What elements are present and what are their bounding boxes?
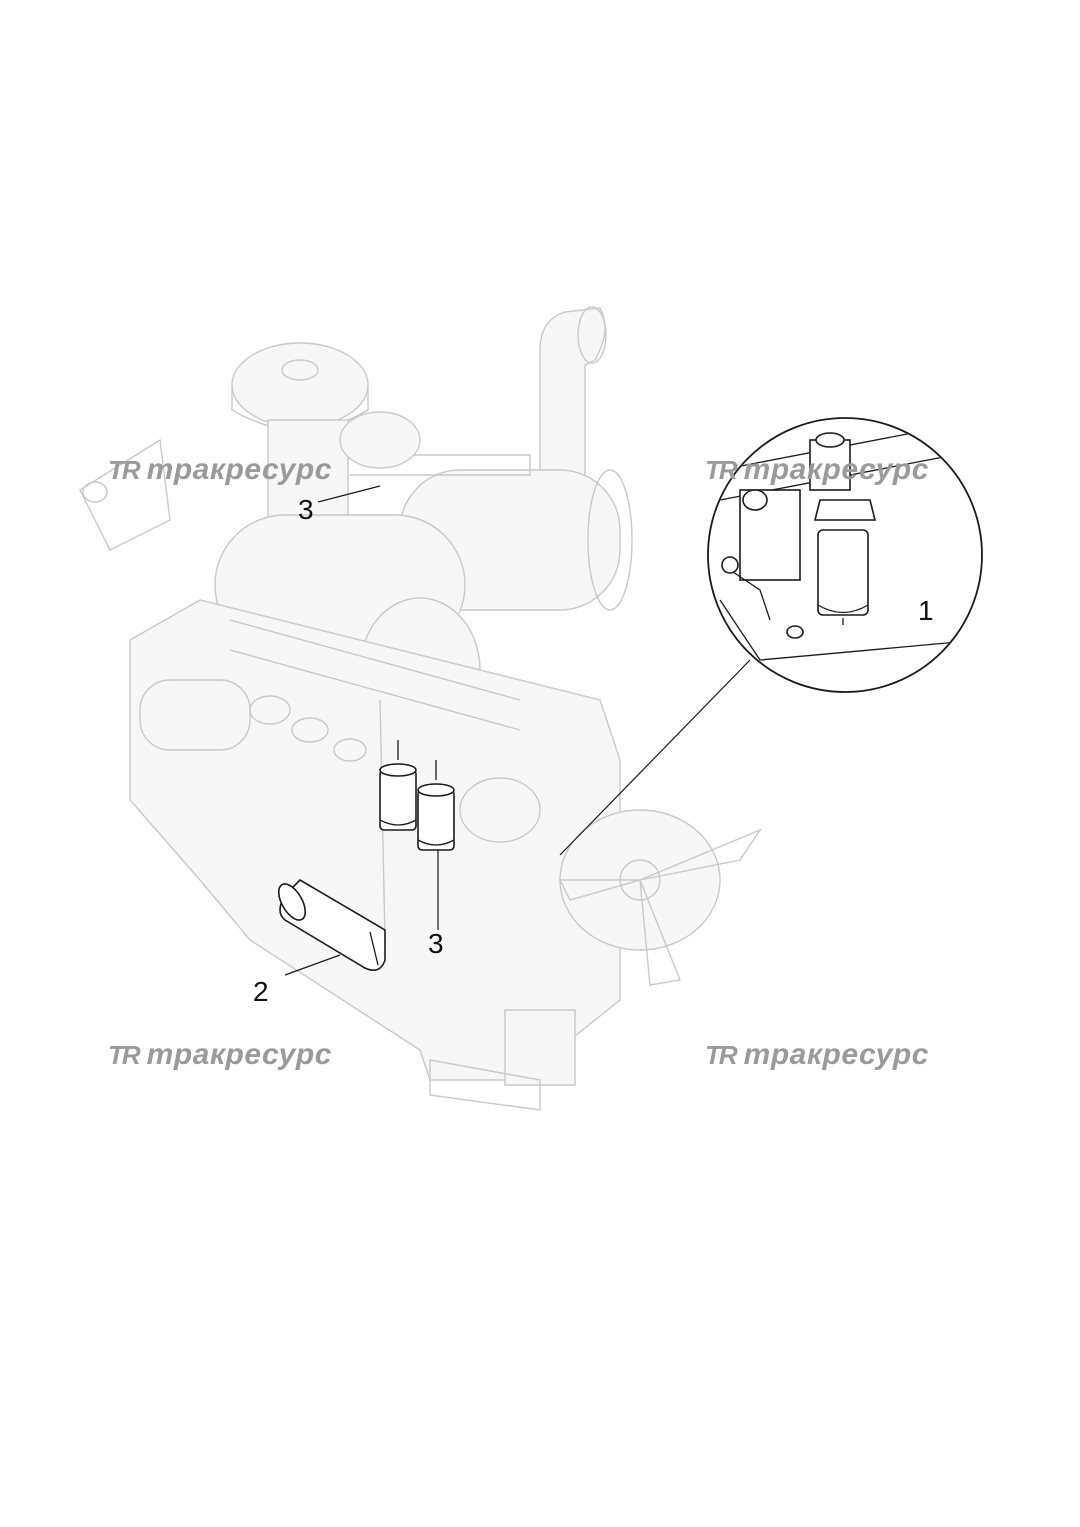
watermark-logo: TR (108, 1040, 141, 1070)
fuel-filter-1 (817, 529, 869, 616)
oil-filter-2 (277, 878, 386, 971)
callout-3-upper: 3 (298, 494, 314, 525)
engine-outline (79, 306, 762, 1111)
callout-2: 2 (253, 976, 269, 1007)
watermark-logo: TR (705, 1040, 738, 1070)
zoom-detail (707, 417, 983, 693)
watermark-text: тракресурс (146, 1038, 332, 1071)
watermark-text: тракресурс (743, 1038, 929, 1071)
fuel-filter-3-left (379, 740, 417, 831)
leader-3a (317, 485, 381, 503)
watermark-logo: TR (705, 455, 738, 485)
watermark-text: тракресурс (146, 453, 332, 486)
zoom-leader (559, 659, 751, 856)
callout-1: 1 (918, 595, 934, 626)
callout-3-lower: 3 (428, 928, 444, 959)
watermark-text: тракресурс (743, 453, 929, 486)
watermark-logo: TR (108, 455, 141, 485)
fuel-filter-3-right (417, 760, 455, 851)
leader-2 (284, 954, 341, 976)
